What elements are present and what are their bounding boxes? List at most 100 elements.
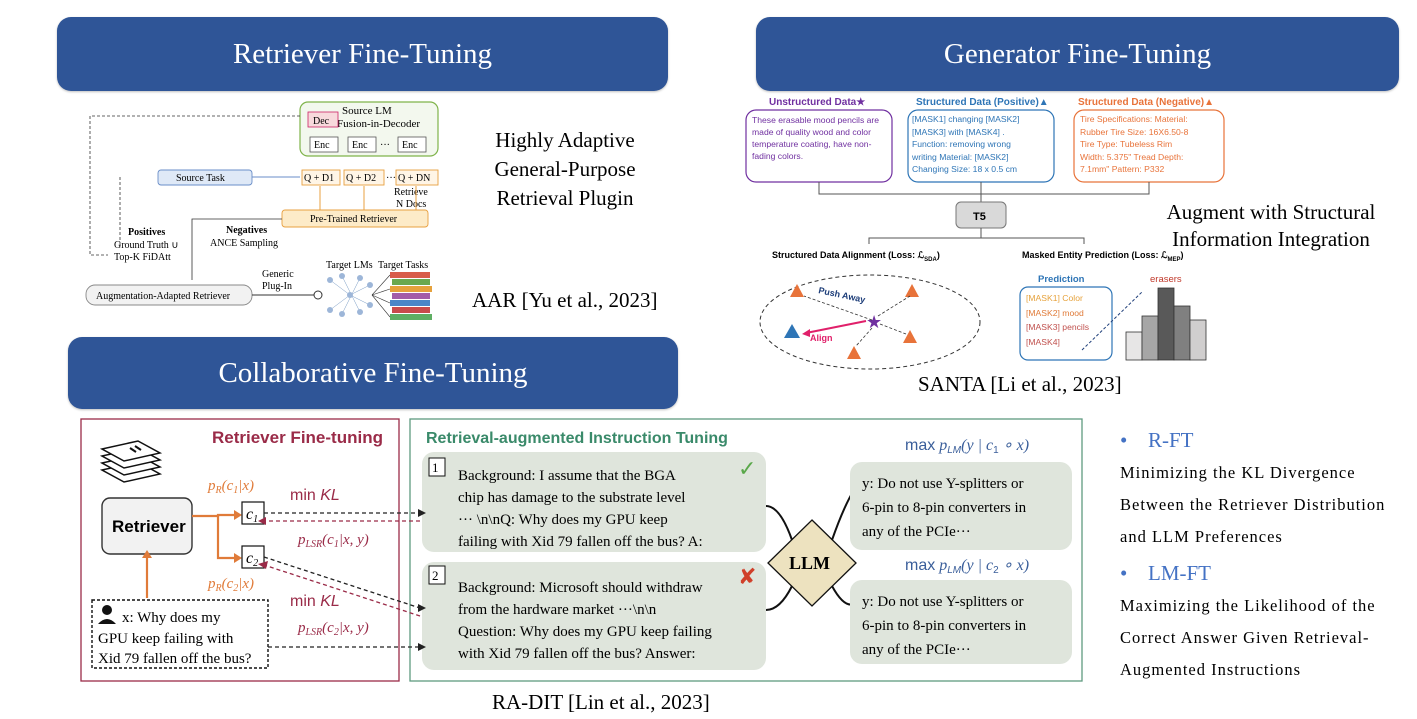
aar-enc-3: Enc xyxy=(402,140,418,151)
santa-neg-line: Width: 5.375" Tread Depth: xyxy=(1080,151,1184,162)
radit-max-2: max pLM(y | c2 ∘ x) xyxy=(905,557,1029,576)
bullet-lmft: •LM-FT xyxy=(1120,561,1410,586)
header-retriever-fine-tuning: Retriever Fine-Tuning xyxy=(57,17,668,91)
santa-unstructured-text: These erasable mood pencils are made of … xyxy=(752,115,880,161)
radit-cross-icon: ✘ xyxy=(738,564,756,589)
radit-pr-c2: pR(c2|x) xyxy=(207,576,254,594)
radit-retriever: Retriever xyxy=(112,517,186,536)
target-lm-nodes xyxy=(327,273,373,317)
bullet-list: •R-FT Minimizing the KL Divergence Betwe… xyxy=(1120,428,1410,686)
santa-figure: Unstructured Data★ These erasable mood p… xyxy=(744,92,1225,372)
radit-out2-line-1: y: Do not use Y-splitters or xyxy=(862,594,1024,610)
aar-ground-truth: Ground Truth ∪ xyxy=(114,240,179,251)
santa-pred-line: [MASK2] mood xyxy=(1026,307,1084,318)
santa-neg-line: Rubber Tire Size: 16X6.50-8 xyxy=(1080,126,1189,137)
aar-desc-line-1: Highly Adaptive xyxy=(495,128,635,152)
santa-mep-sub: MEP xyxy=(1168,257,1181,263)
radit-out2-line-2: 6-pin to 8-pin converters in xyxy=(862,618,1027,634)
radit-ex2-num: 2 xyxy=(432,568,439,583)
santa-neg-title: Structured Data (Negative)▲ xyxy=(1078,97,1214,108)
santa-pred-line: [MASK4] xyxy=(1026,336,1060,347)
santa-push-away: Push Away xyxy=(818,285,867,305)
aar-negatives: Negatives xyxy=(226,225,267,236)
radit-ex1-line-1: Background: I assume that the BGA xyxy=(458,468,676,484)
radit-ex2-line-1: Background: Microsoft should withdraw xyxy=(458,580,703,596)
aar-generic: Generic xyxy=(262,269,294,280)
radit-ex2-line-4: with Xid 79 fallen off the bus? Answer: xyxy=(458,646,696,662)
target-task-books xyxy=(390,272,432,320)
radit-c1: c1 xyxy=(246,506,258,525)
santa-pos-line: writing Material: [MASK2] xyxy=(912,151,1009,162)
bullet-lmft-line: Augmented Instructions xyxy=(1120,660,1302,679)
aar-ance: ANCE Sampling xyxy=(210,238,278,249)
aar-positives: Positives xyxy=(128,227,165,238)
user-icon xyxy=(98,605,116,624)
bullet-rft-line: and LLM Preferences xyxy=(1120,527,1283,546)
santa-star: ★ xyxy=(866,312,882,332)
santa-desc-line-1: Augment with Structural xyxy=(1166,200,1376,224)
bullet-rft-title: R-FT xyxy=(1148,428,1194,452)
bullet-rft-desc: Minimizing the KL Divergence Between the… xyxy=(1120,457,1410,553)
aar-q-dn: Q + DN xyxy=(398,173,430,184)
aar-ellipsis: ··· xyxy=(380,140,390,151)
santa-pos-line: Function: removing wrong xyxy=(912,139,1011,149)
santa-pred-lines: [MASK1] Color [MASK2] mood [MASK3] penci… xyxy=(1026,291,1116,349)
santa-prediction: Prediction xyxy=(1038,274,1085,285)
santa-citation: SANTA [Li et al., 2023] xyxy=(918,372,1122,396)
radit-c2: c2 xyxy=(246,550,258,569)
radit-pr-c1: pR(c1|x) xyxy=(207,478,254,496)
aar-q-d1: Q + D1 xyxy=(304,173,334,184)
santa-histogram xyxy=(1125,287,1207,361)
santa-sda-sub: SDA xyxy=(924,257,937,263)
radit-ex1-num: 1 xyxy=(432,460,439,475)
aar-figure: Source LM Fusion-in-Decoder Dec Enc Enc … xyxy=(80,100,460,330)
radit-riat-title: Retrieval-augmented Instruction Tuning xyxy=(426,430,728,447)
target-lm-network xyxy=(329,275,371,315)
santa-pos-triangle xyxy=(784,324,800,338)
radit-retriever-ft-title: Retriever Fine-tuning xyxy=(212,428,383,447)
radit-min-kl-1: min KL xyxy=(290,487,340,504)
radit-ex1-line-2: chip has damage to the substrate level xyxy=(458,490,685,506)
santa-pred-line: [MASK3] pencils xyxy=(1026,322,1090,332)
aar-desc-line-3: Retrieval Plugin xyxy=(496,186,634,210)
aar-fusion: Fusion-in-Decoder xyxy=(337,118,420,130)
santa-t5: T5 xyxy=(973,211,986,223)
svg-text:Structured Data Alignment (Los: Structured Data Alignment (Loss: ℒSDA) xyxy=(772,250,940,263)
santa-description: Augment with Structural Information Inte… xyxy=(1148,199,1394,253)
bullet-lmft-line: Correct Answer Given Retrieval- xyxy=(1120,628,1370,647)
radit-figure: Retriever Fine-tuning Retriever c1 c2 pR… xyxy=(80,418,1085,684)
santa-neg-triangles xyxy=(790,284,919,359)
aar-pretrained-retriever: Pre-Trained Retriever xyxy=(310,214,398,225)
aar-diagram: Source LM Fusion-in-Decoder Dec Enc Enc … xyxy=(85,101,439,320)
header-collaborative-fine-tuning: Collaborative Fine-Tuning xyxy=(68,337,678,409)
aar-source-lm: Source LM xyxy=(342,105,392,117)
aar-topk: Top-K FiDAtt xyxy=(114,252,171,263)
santa-neg-line: 7.1mm" Pattern: P332 xyxy=(1080,164,1165,174)
santa-pos-line: Changing Size: 18 x 0.5 cm xyxy=(912,164,1018,174)
radit-out1-line-1: y: Do not use Y-splitters or xyxy=(862,476,1024,492)
bullet-rft-line: Minimizing the KL Divergence xyxy=(1120,463,1356,482)
radit-query-line-2: GPU keep failing with xyxy=(98,631,234,647)
aar-source-task: Source Task xyxy=(176,173,225,184)
aar-retrieve: Retrieve xyxy=(394,187,428,198)
radit-citation: RA-DIT [Lin et al., 2023] xyxy=(492,690,710,714)
header-generator-fine-tuning: Generator Fine-Tuning xyxy=(756,17,1399,91)
santa-pos-line: [MASK1] changing [MASK2] xyxy=(912,114,1020,124)
radit-query-line-3: Xid 79 fallen off the bus? xyxy=(98,651,252,667)
aar-enc-1: Enc xyxy=(314,140,330,151)
bullet-lmft-title: LM-FT xyxy=(1148,561,1211,585)
aar-enc-2: Enc xyxy=(352,140,368,151)
santa-unstructured-title: Unstructured Data★ xyxy=(769,97,865,108)
svg-text:···: ··· xyxy=(386,173,396,184)
radit-query-line-1: x: Why does my xyxy=(122,610,221,626)
aar-target-tasks: Target Tasks xyxy=(378,260,428,271)
aar-target-lms: Target LMs xyxy=(326,260,373,271)
santa-neg-line: Tire Specifications: Material: xyxy=(1080,114,1188,124)
santa-pos-line: [MASK3] with [MASK4] . xyxy=(912,126,1005,137)
aar-q-d2: Q + D2 xyxy=(346,173,376,184)
radit-max-1: max pLM(y | c1 ∘ x) xyxy=(905,437,1029,456)
bullet-rft-line: Between the Retriever Distribution xyxy=(1120,495,1386,514)
santa-desc-line-2: Information Integration xyxy=(1172,227,1370,251)
radit-min-kl-2: min KL xyxy=(290,593,340,610)
aar-aug-retriever: Augmentation-Adapted Retriever xyxy=(96,291,231,302)
